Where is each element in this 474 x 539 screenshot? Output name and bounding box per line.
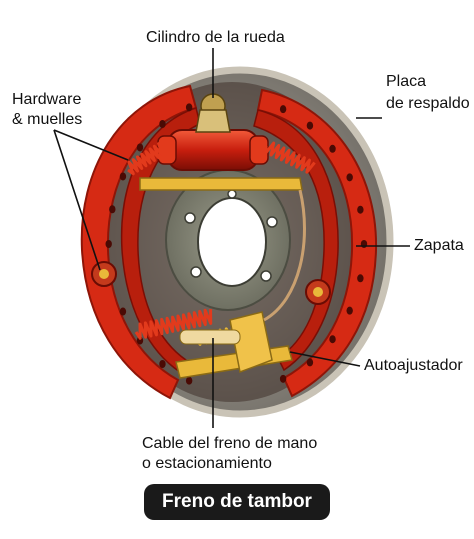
rivet-hole	[119, 307, 127, 316]
rivet-hole	[136, 143, 144, 152]
upper-return-springs	[127, 140, 316, 176]
label-shoe: Zapata	[414, 237, 464, 254]
rivet-hole	[159, 119, 166, 128]
upper-strut	[139, 177, 303, 191]
label-hardware-springs-line1: Hardware	[12, 91, 82, 108]
rivet-hole	[329, 144, 336, 153]
rivet-hole	[185, 376, 193, 385]
label-hardware-springs-line2: & muelles	[12, 111, 83, 128]
rivet-hole	[357, 274, 364, 283]
rivet-hole	[306, 121, 314, 130]
rivet-hole	[109, 205, 116, 214]
leader-lines	[53, 48, 410, 428]
label-wheel-cylinder: Cilindro de la rueda	[146, 29, 285, 46]
hub-bolt-holes	[184, 189, 278, 282]
coil-spring	[134, 308, 213, 340]
rivet-hole	[279, 374, 287, 383]
rivet-hole	[119, 172, 127, 181]
rivet-hole	[279, 105, 287, 114]
label-cable-line2: o estacionamiento	[142, 455, 272, 472]
rivet-hole	[346, 173, 353, 182]
hold-down-pin-left	[91, 261, 117, 287]
rivet-hole	[159, 360, 166, 369]
right-brake-shoe	[256, 88, 378, 398]
coil-spring	[127, 140, 169, 176]
hold-down-pin-right	[305, 279, 331, 305]
rivet-hole	[357, 205, 364, 214]
left-brake-shoe	[80, 84, 198, 400]
rivet-hole	[306, 358, 314, 367]
label-cable-line1: Cable del freno de mano	[142, 435, 318, 452]
label-backing-plate-line2: de respaldo	[386, 95, 470, 112]
coil-spring	[264, 141, 316, 174]
rivet-hole	[329, 335, 336, 344]
parking-brake-cable	[263, 189, 306, 322]
self-adjuster	[175, 311, 293, 379]
label-backing-plate-line1: Placa	[386, 73, 427, 90]
rivet-hole	[346, 306, 353, 315]
rivet-hole	[105, 240, 112, 248]
rivet-hole	[185, 103, 193, 112]
hub-center-hole	[197, 197, 267, 287]
shoe-rivets	[105, 103, 368, 385]
diagram-title: Freno de tambor	[144, 484, 330, 520]
wheel-cylinder	[157, 93, 269, 171]
right-shoe-web	[253, 109, 339, 372]
label-self-adjuster: Autoajustador	[364, 357, 463, 374]
